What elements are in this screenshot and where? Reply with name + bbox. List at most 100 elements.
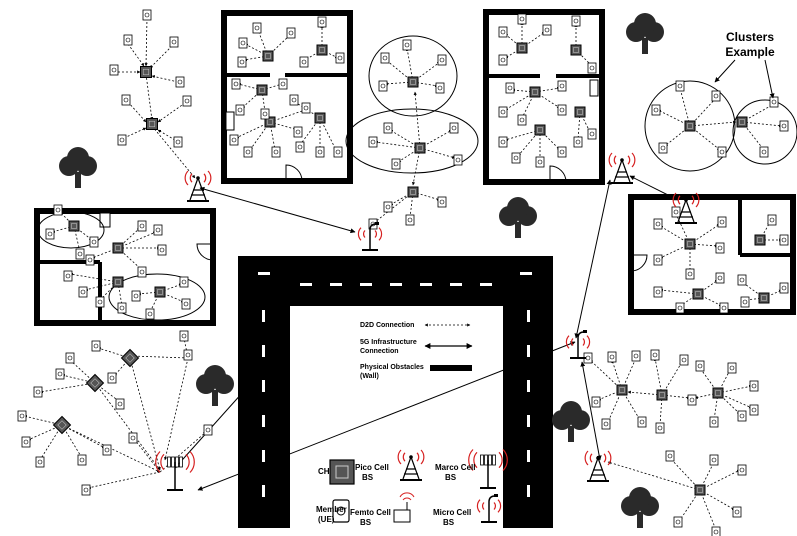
member-ue-icon	[517, 13, 527, 25]
member-ue-icon	[286, 27, 296, 39]
member-ue-icon	[179, 276, 189, 288]
member-ue-icon	[315, 146, 325, 158]
member-ue-icon	[117, 134, 127, 146]
tree-icon	[552, 401, 590, 442]
member-ue-icon	[231, 78, 241, 90]
cluster-heads	[52, 42, 770, 496]
cluster-head-icon	[112, 276, 124, 288]
member-ue-icon	[317, 16, 327, 28]
member-devices	[17, 9, 789, 536]
cluster-head-icon	[712, 387, 724, 399]
member-ue-icon	[252, 22, 262, 34]
cluster-head-icon	[256, 84, 268, 96]
member-ue-icon	[137, 220, 147, 232]
member-ue-icon	[719, 302, 729, 314]
tree-icon	[499, 197, 537, 238]
micro-cell-bs-icon	[565, 330, 591, 359]
member-ue-icon	[571, 15, 581, 27]
legend-marco-label-1: Marco Cell	[435, 463, 475, 472]
member-ue-icon	[671, 206, 681, 218]
member-ue-icon	[278, 78, 288, 90]
pico-cell-bs-icon	[608, 152, 636, 184]
member-ue-icon	[65, 352, 75, 364]
legend-member-label-1: Member	[316, 505, 347, 514]
member-ue-icon	[301, 102, 311, 114]
cluster-head-icon	[656, 389, 668, 401]
legend-pico-label-2: BS	[362, 473, 374, 482]
member-ue-icon	[95, 296, 105, 308]
legend-pico-label-1: Pico Cell	[355, 463, 389, 472]
macro-cell-bs-icon	[468, 449, 508, 489]
member-ue-icon	[380, 52, 390, 64]
building-left	[34, 208, 216, 326]
pico-cell-bs-icon	[584, 450, 612, 482]
member-ue-icon	[383, 122, 393, 134]
legend-d2d-label: D2D Connection	[360, 322, 414, 329]
member-ue-icon	[181, 298, 191, 310]
member-ue-icon	[498, 26, 508, 38]
member-ue-icon	[769, 96, 779, 108]
cluster-head-icon	[616, 384, 628, 396]
micro-cell-bs-icon	[357, 222, 383, 251]
cluster-head-icon	[264, 116, 276, 128]
member-ue-icon	[759, 146, 769, 158]
member-ue-icon	[243, 146, 253, 158]
member-ue-icon	[517, 114, 527, 126]
central-building-walls	[238, 256, 553, 528]
cluster-head-icon	[407, 186, 419, 198]
legend-ch-label: CH	[318, 467, 330, 476]
member-ue-icon	[55, 368, 65, 380]
member-ue-icon	[123, 34, 133, 46]
cluster-head-icon	[140, 66, 152, 78]
cluster-head-icon	[570, 44, 582, 56]
cluster-head-icon	[534, 124, 546, 136]
member-ue-icon	[45, 228, 55, 240]
cluster-head-icon	[516, 42, 528, 54]
member-ue-icon	[109, 64, 119, 76]
infrastructure-links	[174, 175, 679, 491]
tree-icon	[59, 147, 97, 188]
member-ue-icon	[368, 136, 378, 148]
member-ue-icon	[749, 380, 759, 392]
base-stations	[155, 152, 700, 523]
cluster-head-icon	[120, 348, 140, 368]
member-ue-icon	[653, 286, 663, 298]
member-ue-icon	[449, 122, 459, 134]
member-ue-icon	[631, 350, 641, 362]
member-ue-icon	[715, 242, 725, 254]
member-ue-icon	[675, 302, 685, 314]
cluster-head-icon	[85, 373, 105, 393]
member-ue-icon	[299, 56, 309, 68]
member-ue-icon	[173, 136, 183, 148]
member-ue-icon	[779, 234, 789, 246]
member-ue-icon	[695, 360, 705, 372]
legend-femto-label-2: BS	[360, 518, 372, 527]
member-ue-icon	[238, 37, 248, 49]
legend: D2D Connection 5G Infrastructure Connect…	[316, 322, 475, 527]
legend-femto-label-1: Femto Cell	[350, 508, 391, 517]
pico-cell-bs-icon	[672, 192, 700, 224]
member-ue-icon	[157, 244, 167, 256]
member-ue-icon	[402, 39, 412, 51]
cluster-head-icon	[112, 242, 124, 254]
member-ue-icon	[767, 214, 777, 226]
cluster-head-icon	[316, 44, 328, 56]
member-ue-icon	[732, 506, 742, 518]
member-ue-icon	[573, 136, 583, 148]
member-ue-icon	[128, 432, 138, 444]
tree-icon	[621, 487, 659, 528]
member-ue-icon	[383, 201, 393, 213]
member-ue-icon	[601, 418, 611, 430]
cluster-head-icon	[529, 86, 541, 98]
cluster-ellipses	[37, 35, 797, 321]
member-ue-icon	[142, 9, 152, 21]
member-ue-icon	[75, 248, 85, 260]
member-ue-icon	[675, 80, 685, 92]
member-ue-icon	[542, 24, 552, 36]
building-right	[628, 194, 796, 315]
member-ue-icon	[737, 410, 747, 422]
member-ue-icon	[779, 120, 789, 132]
building-top-left	[221, 10, 353, 184]
cluster-head-icon	[52, 415, 72, 435]
cluster-head-icon	[262, 50, 274, 62]
